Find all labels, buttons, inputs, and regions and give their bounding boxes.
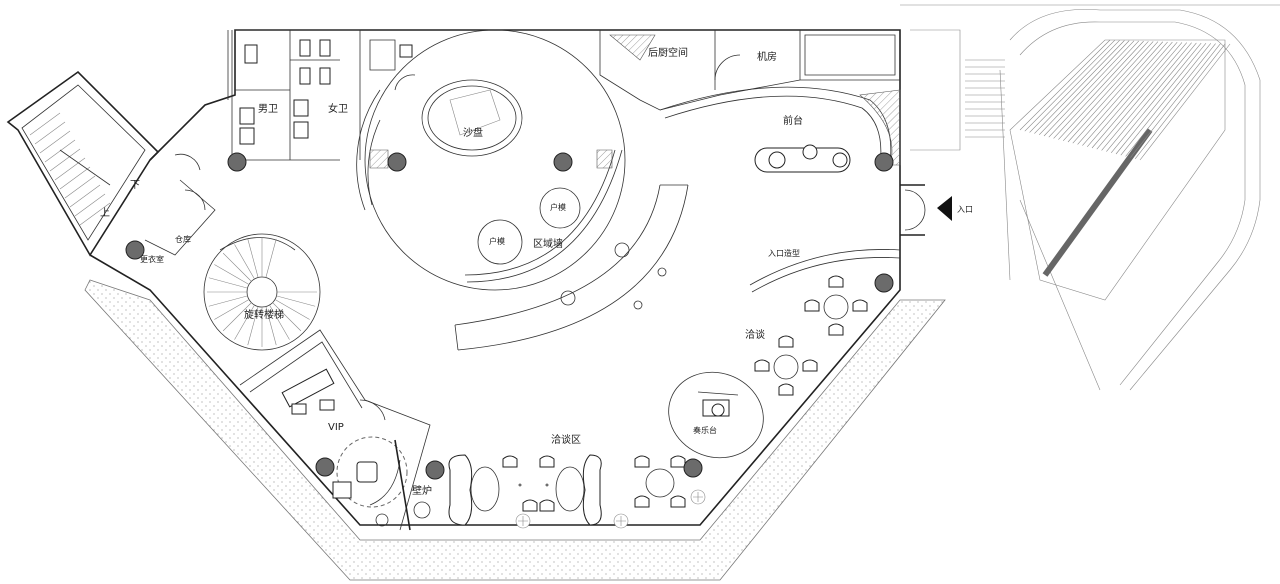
chair <box>670 455 686 468</box>
chair <box>778 383 794 396</box>
stair-down-label: 下 <box>130 180 140 191</box>
female-wc-label: 女卫 <box>328 102 348 115</box>
chair <box>670 495 686 508</box>
chair <box>754 359 770 372</box>
fireplace-label: 壁炉 <box>412 484 432 497</box>
changing-room-label: 更衣室 <box>140 254 164 264</box>
toilets: 男卫 女卫 <box>235 29 416 160</box>
chair <box>828 275 844 288</box>
sand-table-label: 沙盘 <box>463 126 483 139</box>
negotiation-area-label: 洽谈区 <box>551 433 581 446</box>
round-table <box>823 294 849 320</box>
exterior-ramp <box>900 4 1280 391</box>
spiral-stair: 旋转楼梯 <box>203 233 321 351</box>
column-icon <box>874 273 894 293</box>
round-table <box>773 354 799 380</box>
chair <box>852 299 868 312</box>
storage-changing: 仓库 更衣室 <box>140 153 216 264</box>
chair <box>539 499 555 512</box>
column-icon <box>874 152 894 172</box>
column-icon <box>387 152 407 172</box>
back-kitchen-label: 后厨空间 <box>648 46 688 59</box>
storage-label: 仓库 <box>175 234 191 244</box>
entrance-feature-label: 入口造型 <box>768 248 800 258</box>
machine-room-label: 机房 <box>757 50 777 63</box>
entrance-label: 入口 <box>957 205 973 214</box>
chair <box>802 359 818 372</box>
chair <box>828 323 844 336</box>
chair <box>502 455 518 468</box>
spiral-stair-label: 旋转楼梯 <box>244 308 284 321</box>
vip-label: VIP <box>328 422 344 433</box>
column-icon <box>125 240 145 260</box>
column-icon <box>227 152 247 172</box>
entrance[interactable]: 入口 <box>900 184 973 236</box>
structural-columns <box>125 152 894 480</box>
exterior-deck <box>84 279 946 581</box>
chair <box>634 455 650 468</box>
reception-area: 前台 <box>659 86 901 173</box>
stage-label: 奏乐台 <box>693 425 717 435</box>
sand-table-room: 沙盘 户模 户模 区域墙 <box>356 29 626 291</box>
round-table <box>545 483 549 487</box>
chair <box>804 299 820 312</box>
round-table <box>518 483 522 487</box>
chair <box>634 495 650 508</box>
entrance-arrow-icon <box>937 196 952 221</box>
negotiation-label: 洽谈 <box>745 328 765 341</box>
vip-room: VIP <box>239 329 431 531</box>
round-table <box>645 468 675 498</box>
negotiation-furniture <box>448 275 868 529</box>
male-wc-label: 男卫 <box>258 103 278 115</box>
model-1-label: 户模 <box>489 236 505 246</box>
chair <box>522 499 538 512</box>
model-2-label: 户模 <box>550 202 566 212</box>
chair <box>539 455 555 468</box>
stair-core: 上 下 <box>6 70 160 257</box>
stage: 奏乐台 <box>668 371 764 459</box>
reception-label: 前台 <box>783 114 803 127</box>
zone-wall-label: 区域墙 <box>533 237 563 250</box>
column-icon <box>425 460 445 480</box>
chair <box>778 335 794 348</box>
column-icon <box>315 457 335 477</box>
column-icon <box>683 458 703 478</box>
stair-up-label: 上 <box>100 207 110 219</box>
column-icon <box>553 152 573 172</box>
